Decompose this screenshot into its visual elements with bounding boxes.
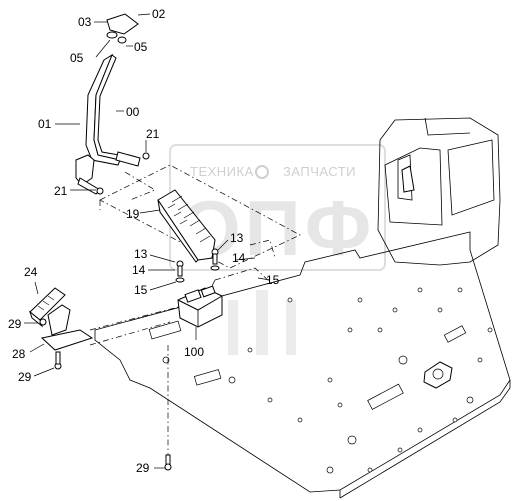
callout-29-upper: 29 [8, 317, 22, 331]
watermark-text-left: ТЕХНИКА [190, 164, 254, 179]
wheat-icon [228, 290, 296, 355]
callout-labels: 03 02 05 05 00 01 21 21 19 13 13 14 14 1… [8, 7, 280, 475]
lever-knob [106, 13, 139, 35]
callout-02: 02 [152, 7, 166, 21]
pedal-24 [28, 287, 94, 370]
cab-outline [377, 117, 501, 266]
lever-assembly [75, 13, 150, 195]
fasteners-center [175, 248, 220, 283]
leader-lines [24, 13, 271, 469]
bolt-29-bottom [164, 454, 172, 471]
callout-14-left: 14 [132, 263, 146, 277]
callout-15-right: 15 [266, 273, 280, 287]
cab-pedal-icon [401, 165, 415, 193]
watermark-gear-icon [255, 165, 269, 179]
callout-29-middle: 29 [18, 370, 32, 384]
lever-washer-left [106, 31, 118, 39]
callout-28: 28 [12, 347, 26, 361]
lever-washer-right [117, 36, 127, 44]
bolt-21-lower [96, 187, 104, 195]
callout-13-right: 13 [230, 231, 244, 245]
callout-21-upper: 21 [146, 127, 160, 141]
callout-100: 100 [184, 345, 204, 359]
callout-05-right: 05 [134, 40, 148, 54]
floor-plate [94, 231, 511, 499]
callout-13-left: 13 [134, 247, 148, 261]
callout-00: 00 [126, 105, 140, 119]
callout-15-left: 15 [134, 283, 148, 297]
pedal-base-plate-28 [40, 329, 94, 351]
callout-01: 01 [38, 117, 52, 131]
callout-24: 24 [24, 265, 38, 279]
watermark: ТЕХНИКА ЗАПЧАСТИ ОПФ [169, 144, 386, 355]
callout-19: 19 [126, 207, 140, 221]
lever-base [75, 154, 95, 186]
bolt-21-upper [142, 152, 150, 160]
pilot-valve-100 [177, 285, 223, 328]
callout-03: 03 [78, 15, 92, 29]
callout-29-bottom: 29 [136, 461, 150, 475]
callout-05-left: 05 [70, 51, 84, 65]
lever-rod [85, 53, 121, 166]
callout-21-lower: 21 [54, 184, 68, 198]
bolt-29-upper [39, 318, 47, 326]
watermark-text-right: ЗАПЧАСТИ [283, 164, 356, 179]
callout-14-right: 14 [232, 251, 246, 265]
lever-bracket [115, 151, 141, 167]
